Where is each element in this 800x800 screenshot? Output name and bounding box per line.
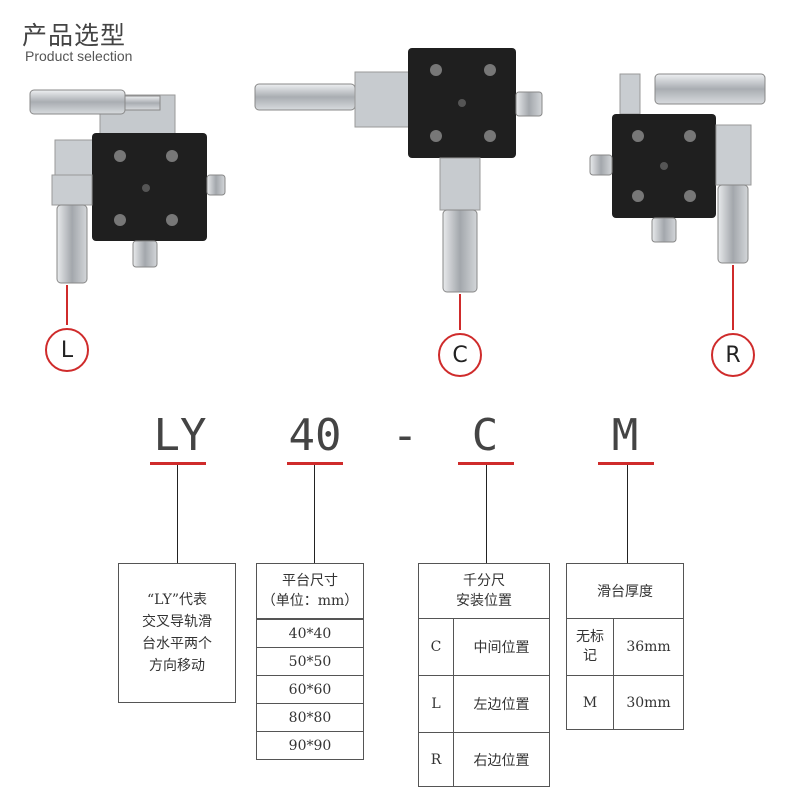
thickness-box-header: 滑台厚度 [566, 563, 684, 619]
position-label: 中间位置 [453, 618, 550, 676]
variant-circle-c: C [438, 333, 482, 377]
size-option: 80*80 [256, 703, 364, 732]
page-subtitle: Product selection [25, 48, 133, 64]
thickness-code: 无标 记 [566, 618, 614, 676]
thickness-label: 30mm [613, 675, 684, 730]
connector-size [314, 465, 315, 563]
thickness-label: 36mm [613, 618, 684, 676]
code-position-underline [458, 462, 514, 465]
variant-circle-l: L [45, 328, 89, 372]
code-position: C [471, 410, 499, 461]
stage-center-image [254, 48, 543, 293]
position-label: 右边位置 [453, 732, 550, 787]
connector-position [486, 465, 487, 563]
product-illustrations [29, 48, 766, 330]
size-option: 60*60 [256, 675, 364, 704]
connector-series [177, 465, 178, 563]
code-series: LY [153, 410, 207, 461]
stage-right-image [589, 73, 766, 264]
size-option: 50*50 [256, 647, 364, 676]
size-option: 90*90 [256, 731, 364, 760]
position-box-header: 千分尺 安装位置 [418, 563, 550, 619]
position-code: R [418, 732, 454, 787]
page-title: 产品选型 [22, 21, 127, 50]
connector-thickness [627, 465, 628, 563]
code-dash: - [391, 410, 419, 461]
size-option: 40*40 [256, 619, 364, 648]
code-thickness-underline [598, 462, 654, 465]
position-code: L [418, 675, 454, 733]
position-label: 左边位置 [453, 675, 550, 733]
thickness-code: M [566, 675, 614, 730]
code-size-underline [287, 462, 343, 465]
position-code: C [418, 618, 454, 676]
code-thickness: M [611, 410, 639, 461]
size-box-header: 平台尺寸 （单位：mm） [256, 563, 364, 619]
code-series-underline [150, 462, 206, 465]
code-size: 40 [288, 410, 342, 461]
series-description-box: “LY”代表 交叉导轨滑 台水平两个 方向移动 [118, 563, 236, 703]
variant-circle-r: R [711, 333, 755, 377]
stage-left-image [29, 89, 226, 284]
